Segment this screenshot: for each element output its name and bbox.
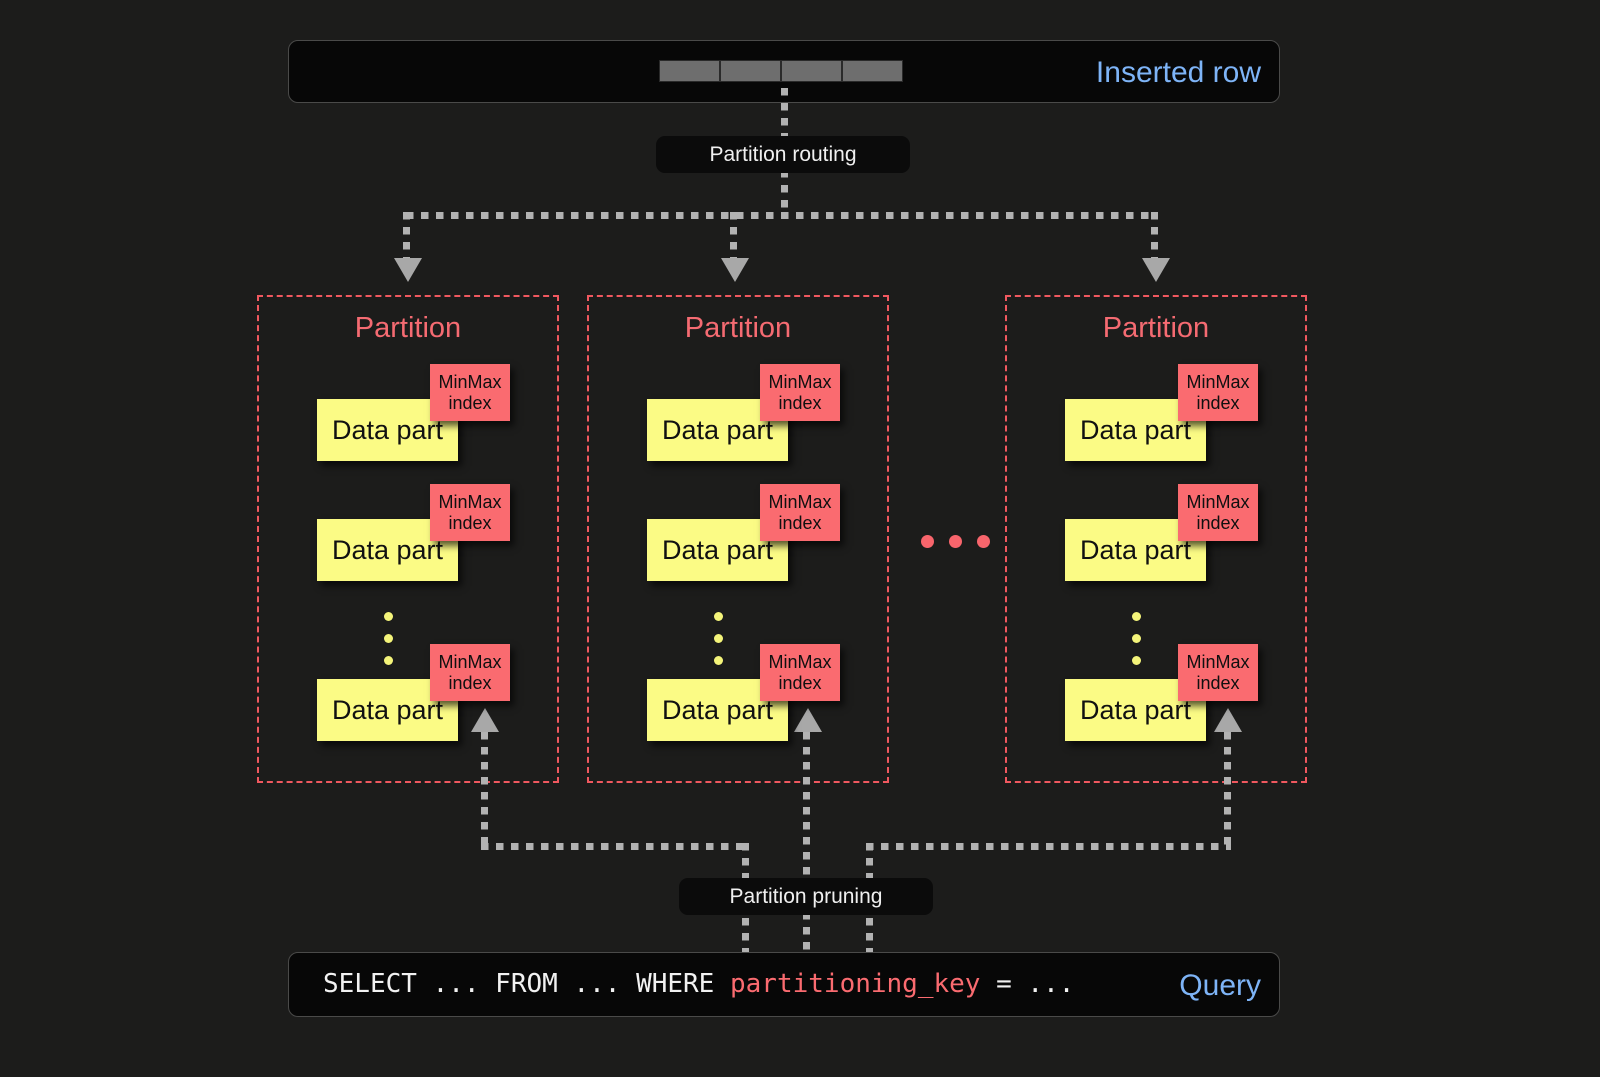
ellipsis-dot <box>714 656 723 665</box>
partition-routing-label: Partition routing <box>656 136 910 173</box>
arrow-up-icon-partition-1 <box>471 708 499 732</box>
ellipsis-dot <box>1132 634 1141 643</box>
ellipsis-dot <box>384 634 393 643</box>
query-suffix: = ... <box>980 969 1075 999</box>
partition-title: Partition <box>1102 312 1210 344</box>
data-part-box: Data part <box>1065 399 1206 461</box>
partition-pruning-label: Partition pruning <box>679 878 933 915</box>
connector-partition-3-stem <box>1224 732 1231 846</box>
ellipsis-dot <box>921 535 934 548</box>
data-part-box: Data part <box>647 679 788 741</box>
row-cell <box>842 60 903 82</box>
partition-title: Partition <box>684 312 792 344</box>
connector-bus-to-partition-2 <box>730 212 737 260</box>
arrow-down-icon-partition-3 <box>1142 258 1170 282</box>
ellipsis-dot <box>714 612 723 621</box>
connector-partition-3-leg <box>866 843 1231 850</box>
vertical-ellipsis <box>384 612 393 678</box>
query-label: Query <box>1179 969 1261 1002</box>
row-cell <box>659 60 720 82</box>
ellipsis-dot <box>949 535 962 548</box>
vertical-ellipsis <box>1132 612 1141 678</box>
query-prefix: SELECT ... FROM ... WHERE <box>323 969 730 999</box>
connector-bus-to-partition-3 <box>1151 212 1158 260</box>
connector-partition-1-leg <box>481 843 748 850</box>
vertical-ellipsis <box>714 612 723 678</box>
partitions-ellipsis <box>921 535 990 548</box>
partition-title: Partition <box>354 312 462 344</box>
row-cell <box>781 60 842 82</box>
connector-partition-2-to-pruning <box>803 732 810 953</box>
ellipsis-dot <box>714 634 723 643</box>
arrow-down-icon-partition-1 <box>394 258 422 282</box>
query-panel: SELECT ... FROM ... WHERE partitioning_k… <box>288 952 1280 1017</box>
arrow-up-icon-partition-3 <box>1214 708 1242 732</box>
inserted-row-label: Inserted row <box>1095 56 1261 89</box>
ellipsis-dot <box>977 535 990 548</box>
arrow-down-icon-partition-2 <box>721 258 749 282</box>
ellipsis-dot <box>1132 612 1141 621</box>
arrow-up-icon-partition-2 <box>794 708 822 732</box>
ellipsis-dot <box>384 656 393 665</box>
row-cell <box>720 60 781 82</box>
connector-routing-to-bus <box>781 170 788 218</box>
ellipsis-dot <box>1132 656 1141 665</box>
connector-bus-to-partition-1 <box>403 212 410 260</box>
connector-partition-1-stem <box>481 732 488 846</box>
routing-bus-line <box>406 212 1158 219</box>
connector-insert-to-routing <box>781 88 788 140</box>
data-part-box: Data part <box>1065 519 1206 581</box>
query-keyword: partitioning_key <box>730 969 981 999</box>
data-part-box: Data part <box>317 399 458 461</box>
inserted-row-cells <box>659 60 903 82</box>
ellipsis-dot <box>384 612 393 621</box>
query-text: SELECT ... FROM ... WHERE partitioning_k… <box>323 969 1074 1000</box>
